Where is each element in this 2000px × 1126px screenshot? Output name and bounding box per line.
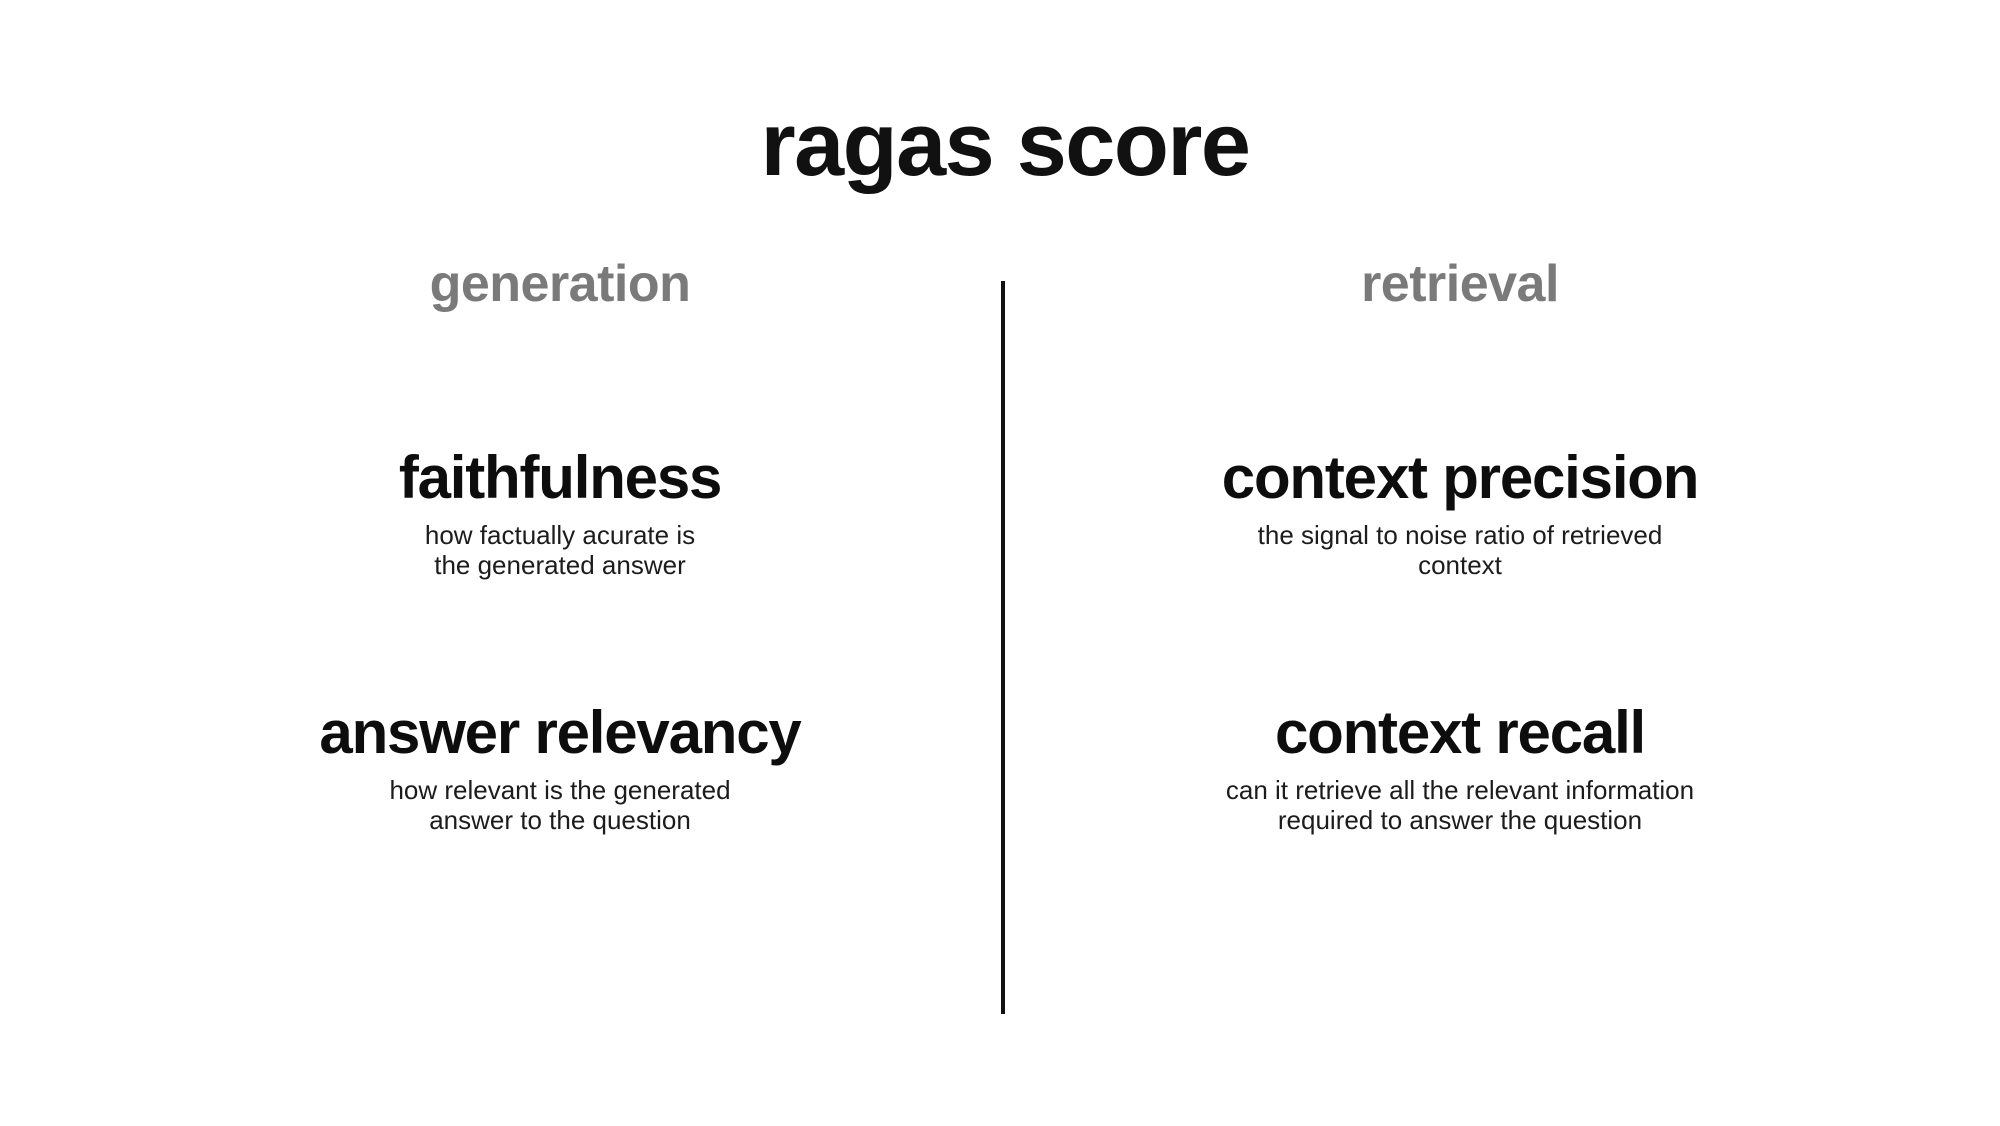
description-line: the generated answer	[434, 550, 686, 581]
description-line: the signal to noise ratio of retrieved	[1257, 520, 1663, 550]
metric-description-answer-relevancy: how relevant is the generated answer to …	[120, 775, 1000, 836]
description-line: how relevant is the generated	[389, 775, 731, 805]
metric-context-precision: context precision the signal to noise ra…	[1020, 446, 1900, 581]
metrics-columns: generation faithfulness how factually ac…	[0, 258, 2000, 1058]
metric-description-context-precision: the signal to noise ratio of retrieved c…	[1020, 520, 1900, 581]
column-generation: generation faithfulness how factually ac…	[120, 255, 1000, 835]
description-line: required to answer the question	[1277, 805, 1643, 836]
metric-description-faithfulness: how factually acurate is the generated a…	[120, 520, 1000, 581]
metric-answer-relevancy: answer relevancy how relevant is the gen…	[120, 701, 1000, 836]
page-title-text: ragas score	[760, 95, 1251, 195]
page-title: ragas score	[0, 100, 2000, 190]
description-line: answer to the question	[429, 805, 691, 836]
metric-name-context-recall: context recall	[1274, 699, 1646, 766]
metric-context-recall: context recall can it retrieve all the r…	[1020, 701, 1900, 836]
metric-name-faithfulness: faithfulness	[398, 444, 723, 511]
description-line: can it retrieve all the relevant informa…	[1225, 775, 1695, 805]
column-header-generation: generation	[429, 255, 691, 313]
vertical-divider	[1001, 281, 1005, 1014]
metric-name-context-precision: context precision	[1221, 444, 1700, 511]
metric-name-answer-relevancy: answer relevancy	[319, 699, 801, 766]
column-header-retrieval: retrieval	[1361, 255, 1559, 313]
metric-description-context-recall: can it retrieve all the relevant informa…	[1020, 775, 1900, 836]
description-line: context	[1418, 550, 1502, 581]
metric-faithfulness: faithfulness how factually acurate is th…	[120, 446, 1000, 581]
description-line: how factually acurate is	[424, 520, 696, 550]
column-retrieval: retrieval context precision the signal t…	[1020, 255, 1900, 835]
